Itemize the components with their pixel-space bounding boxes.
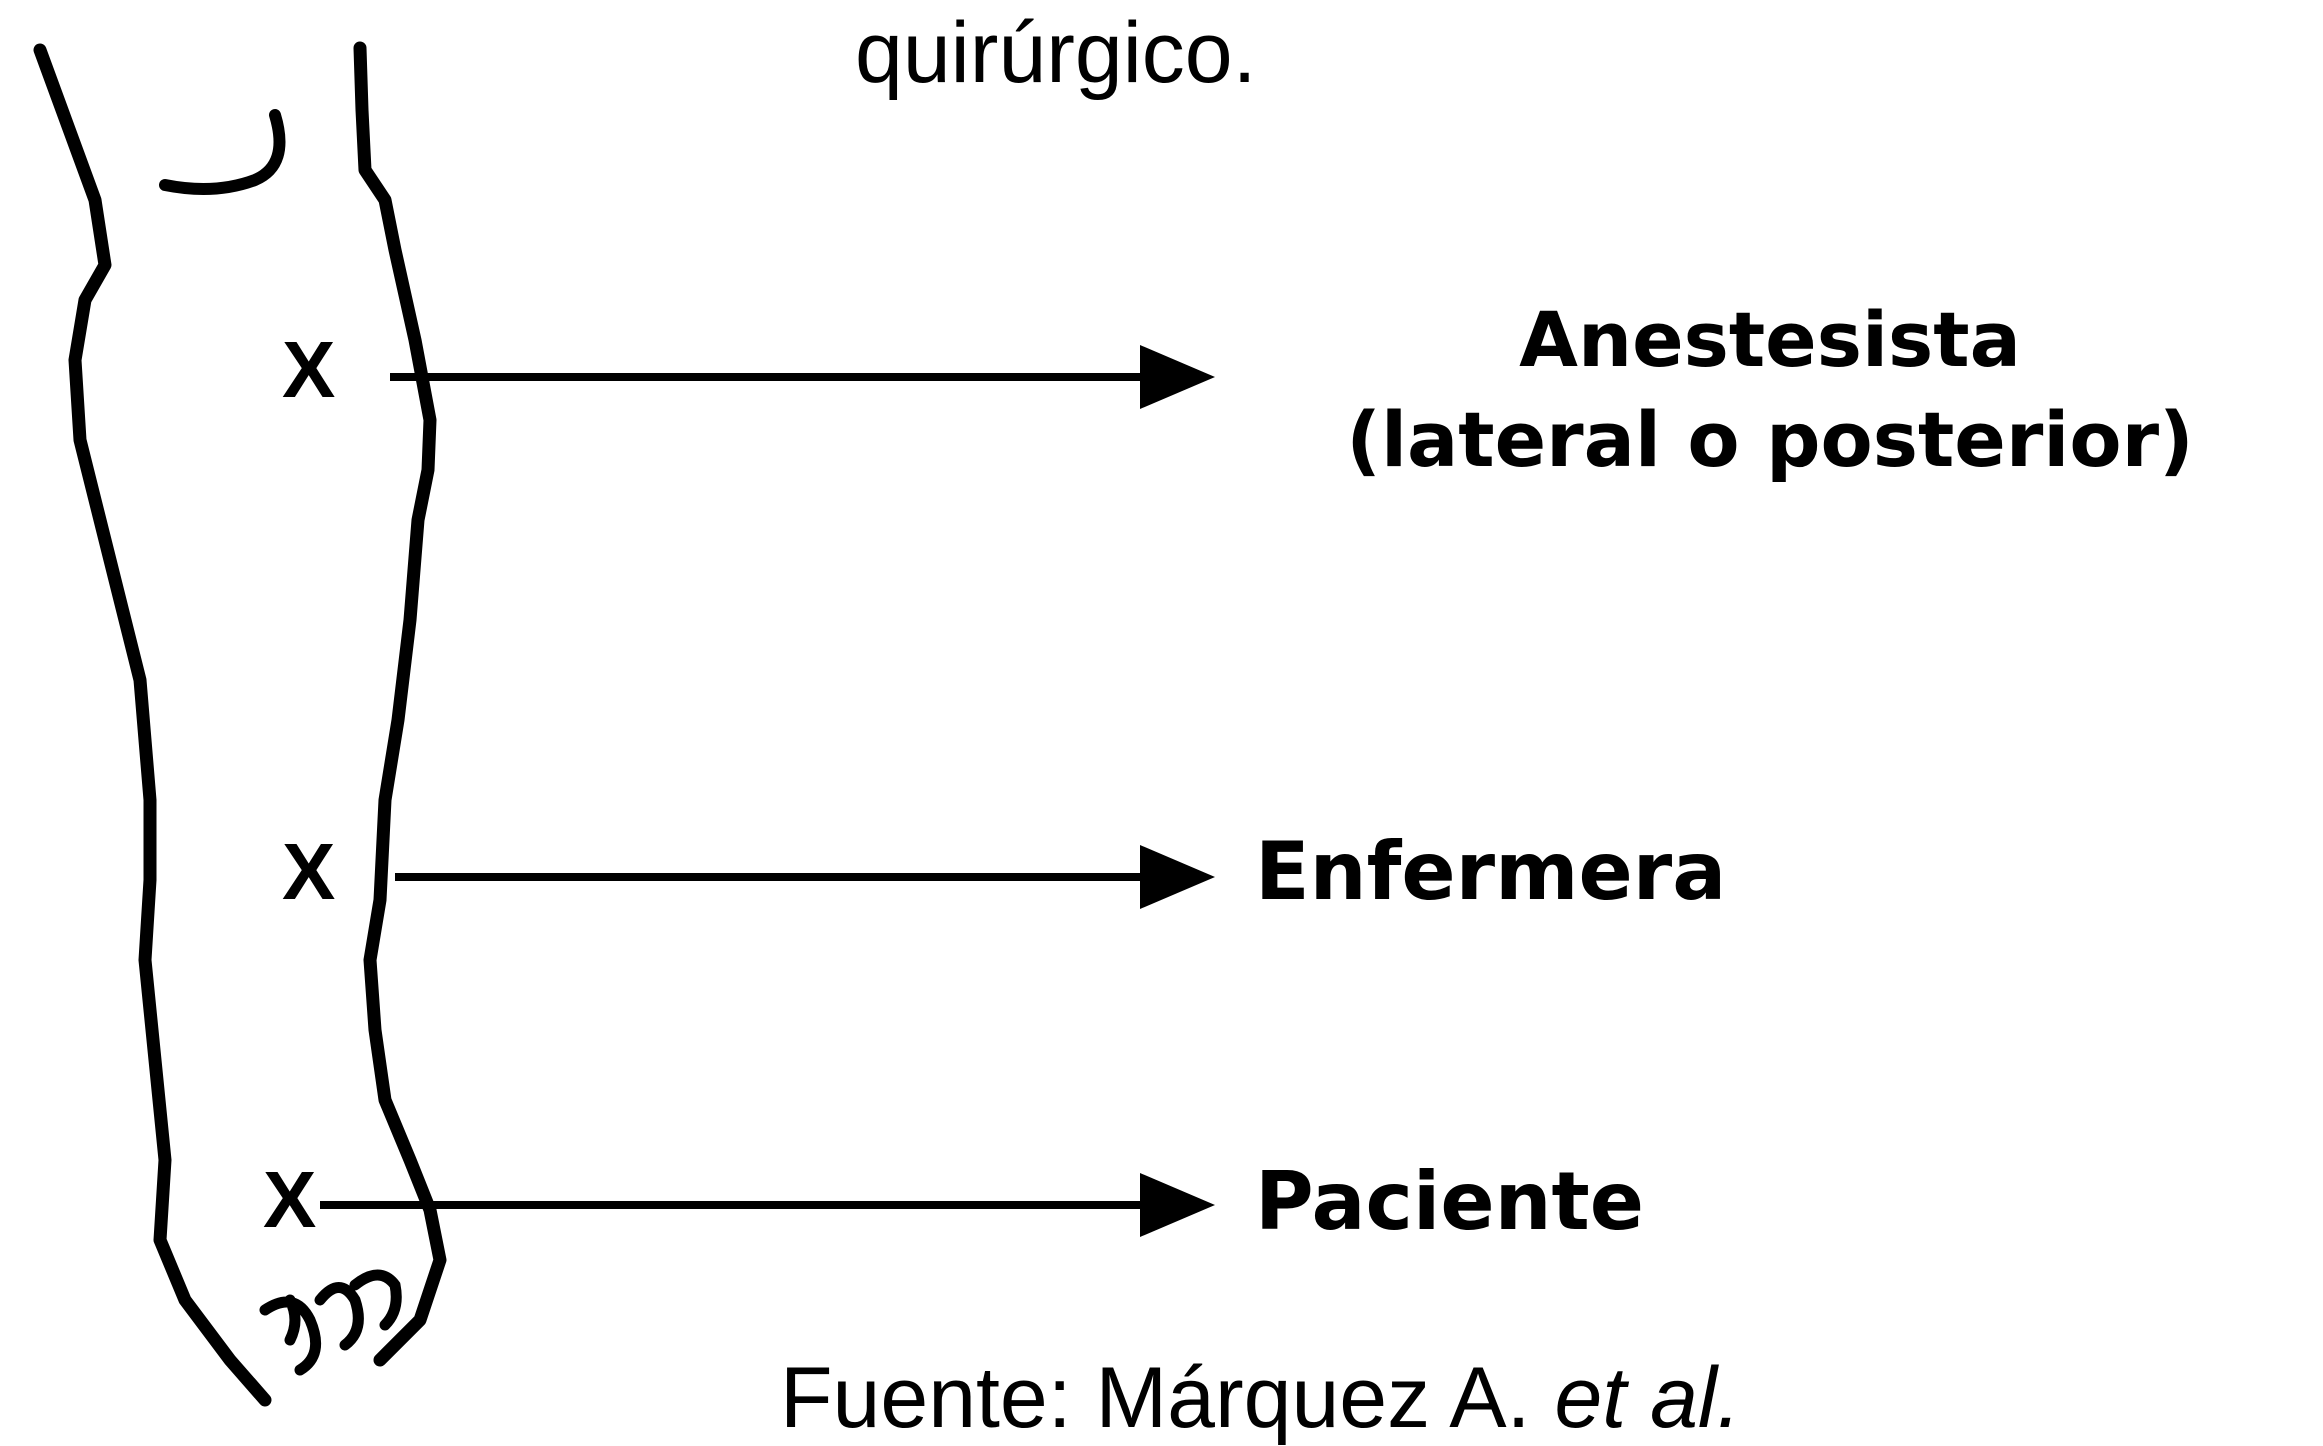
label-anestesista-line2: (lateral o posterior) <box>1346 395 2194 484</box>
toes <box>259 1269 402 1376</box>
source-author: Márquez A. <box>1095 1350 1531 1446</box>
label-enfermera: Enfermera <box>1255 825 1727 918</box>
source-etal: et al. <box>1554 1350 1741 1446</box>
arrow-paciente <box>320 1173 1215 1237</box>
arrow-anestesista <box>390 345 1215 409</box>
mark-anestesista: X <box>282 325 336 414</box>
label-anestesista-line1: Anestesista <box>1519 295 2021 384</box>
top-caption-text: quirúrgico. <box>855 5 1257 101</box>
label-anestesista: Anestesista (lateral o posterior) <box>1230 290 2310 490</box>
source-citation: Fuente: Márquez A. et al. <box>780 1355 1741 1441</box>
arrow-enfermera <box>395 845 1215 909</box>
leg-outline-left <box>33 43 272 1407</box>
source-prefix: Fuente: <box>780 1350 1072 1446</box>
leg-outline-right <box>353 41 447 1367</box>
knee-curve <box>159 109 286 195</box>
leg-drawing <box>33 41 1215 1407</box>
diagram-stage: quirúrgico. X X X Anestesista (lateral o… <box>33 5 2310 1441</box>
mark-paciente: X <box>263 1155 317 1244</box>
mark-enfermera: X <box>282 827 336 916</box>
label-paciente: Paciente <box>1255 1155 1645 1248</box>
